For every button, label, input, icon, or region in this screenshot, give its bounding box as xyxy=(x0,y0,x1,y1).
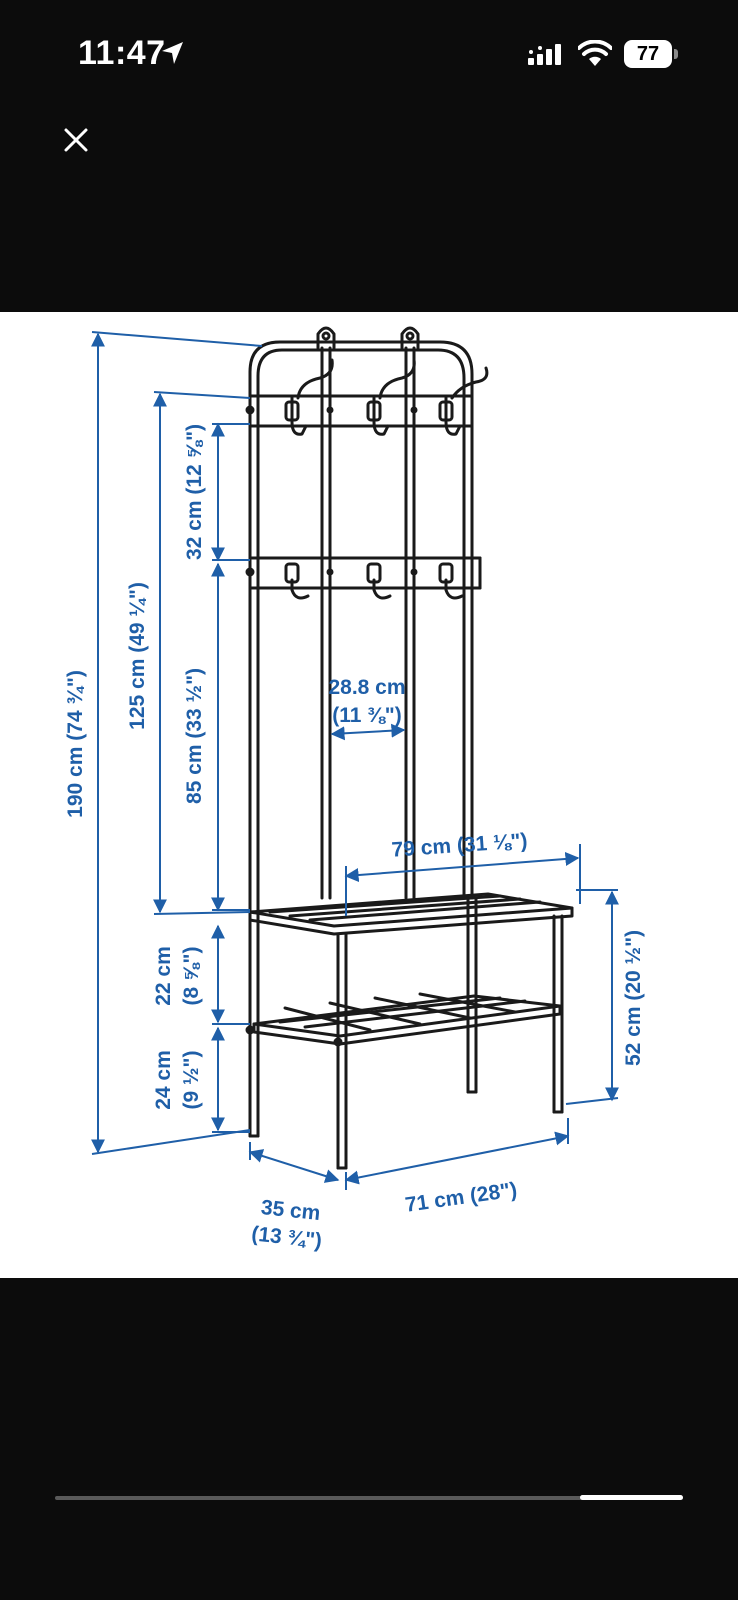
location-arrow-icon xyxy=(162,42,183,64)
dim-total-height: 190 cm (74 ¾") xyxy=(64,670,87,818)
dim-shelf-gap-cm: 22 cm xyxy=(152,946,175,1006)
dim-base-width: 71 cm (28") xyxy=(404,1178,519,1216)
cellular-signal-icon xyxy=(528,44,561,65)
status-bar: 11:47 77 xyxy=(0,0,738,110)
video-scrubber-track[interactable] xyxy=(55,1496,683,1500)
dim-bench-width: 79 cm (31 ⅛") xyxy=(391,829,528,861)
dimension-drawing: 190 cm (74 ¾") 125 cm (49 ¼") 32 cm (12 … xyxy=(64,326,645,1253)
dim-hook-height: 125 cm (49 ¼") xyxy=(126,582,149,730)
dim-rail-to-bench: 85 cm (33 ½") xyxy=(183,668,206,804)
dim-bench-height: 52 cm (20 ½") xyxy=(622,930,645,1066)
dim-rail-spacing: 32 cm (12 ⅝") xyxy=(183,424,206,560)
dim-rail-gap-cm: 28.8 cm xyxy=(328,676,405,699)
dim-shelf-height-in: (9 ½") xyxy=(180,1051,203,1110)
home-indicator[interactable] xyxy=(580,1495,683,1500)
dimension-lines xyxy=(91,331,619,1190)
dim-depth-in: (13 ¾") xyxy=(250,1222,323,1252)
dim-rail-gap-in: (11 ⅜") xyxy=(332,704,402,727)
close-button[interactable] xyxy=(56,120,96,160)
battery-cap xyxy=(674,49,678,59)
dim-depth-cm: 35 cm xyxy=(260,1196,322,1225)
battery-icon: 77 xyxy=(624,40,672,68)
dim-shelf-height-cm: 24 cm xyxy=(152,1050,175,1110)
dim-shelf-gap-in: (8 ⅝") xyxy=(180,947,203,1006)
battery-level: 77 xyxy=(636,42,660,65)
wifi-icon xyxy=(578,40,612,66)
coat-rack-drawing xyxy=(245,326,574,1170)
product-dimension-image[interactable]: 190 cm (74 ¾") 125 cm (49 ¼") 32 cm (12 … xyxy=(0,312,738,1278)
status-time: 11:47 xyxy=(78,34,166,72)
close-icon xyxy=(64,128,88,152)
